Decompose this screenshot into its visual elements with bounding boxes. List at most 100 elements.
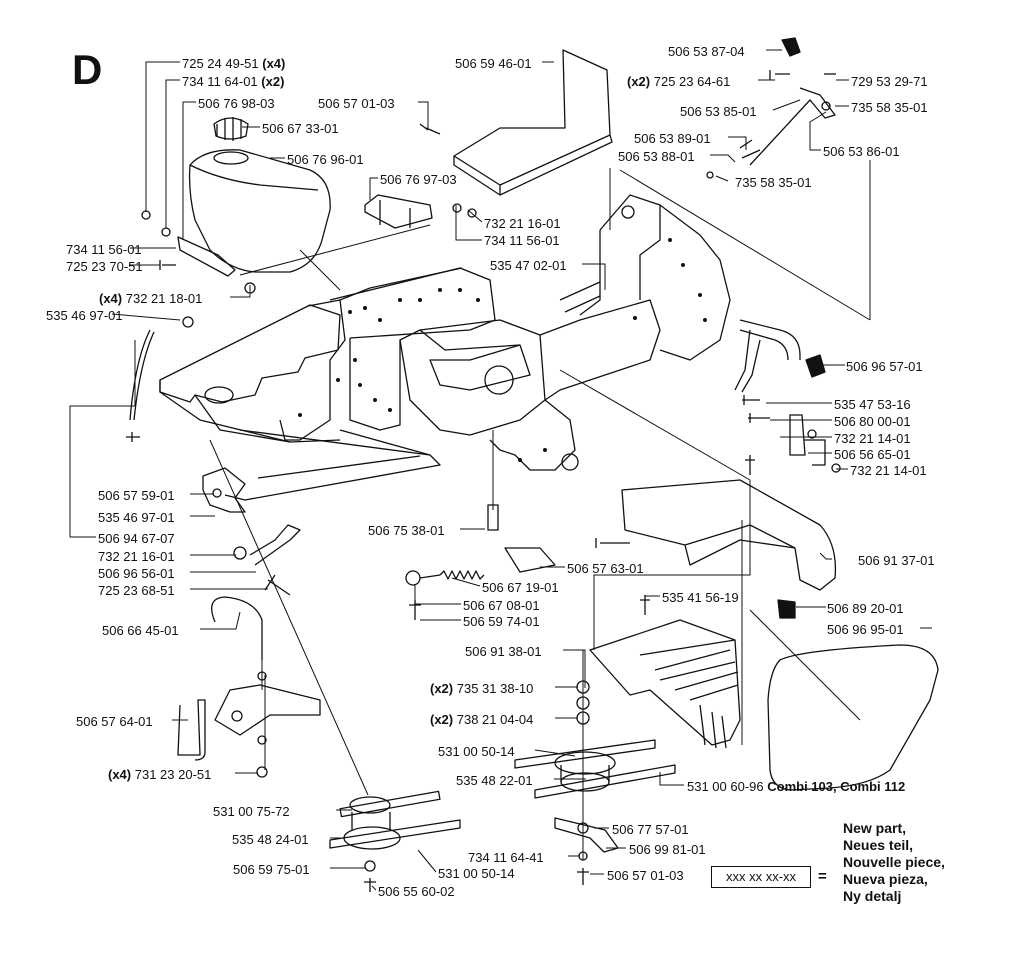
leader-lines <box>69 49 932 891</box>
part-number-text: 732 21 18-01 <box>125 291 203 306</box>
part-number-label: 535 46 97-01 <box>98 510 175 525</box>
part-number-text: 531 00 50-14 <box>438 866 515 881</box>
part-number-text: 506 96 56-01 <box>98 566 175 581</box>
part-number-label: 506 57 64-01 <box>76 714 153 729</box>
part-number-label: (x4) 731 23 20-51 <box>108 767 211 782</box>
part-number-text: 506 96 57-01 <box>846 359 923 374</box>
part-number-label: 506 76 97-03 <box>380 172 457 187</box>
quantity-label: (x2) <box>430 681 457 696</box>
part-number-text: 735 31 38-10 <box>456 681 534 696</box>
legend-lines: New part, Neues teil, Nouvelle piece, Nu… <box>843 820 945 905</box>
part-number-text: 729 53 29-71 <box>851 74 928 89</box>
part-number-text: 506 99 81-01 <box>629 842 706 857</box>
deck-guard <box>589 595 796 749</box>
part-number-text: 506 59 74-01 <box>463 614 540 629</box>
part-number-text: 506 76 96-01 <box>287 152 364 167</box>
part-number-label: 506 66 45-01 <box>102 623 179 638</box>
part-number-text: 506 53 86-01 <box>823 144 900 159</box>
part-number-label: 506 89 20-01 <box>827 601 904 616</box>
part-number-text: 735 58 35-01 <box>735 175 812 190</box>
part-number-text: 531 00 75-72 <box>213 804 290 819</box>
part-number-text: 738 21 04-04 <box>456 712 534 727</box>
part-number-text: 531 00 50-14 <box>438 744 515 759</box>
part-number-text: 506 53 89-01 <box>634 131 711 146</box>
legend-line: Ny detalj <box>843 888 902 904</box>
part-number-label: 535 47 53-16 <box>834 397 911 412</box>
part-number-text: 506 91 37-01 <box>858 553 935 568</box>
part-number-label: 506 57 59-01 <box>98 488 175 503</box>
part-number-text: 506 59 75-01 <box>233 862 310 877</box>
seat-pan <box>453 49 613 196</box>
part-number-label: 506 80 00-01 <box>834 414 911 429</box>
fuel-hose <box>126 316 194 442</box>
part-number-label: 506 56 65-01 <box>834 447 911 462</box>
part-number-text: 725 23 68-51 <box>98 583 175 598</box>
part-number-label: 531 00 60-96 Combi 103, Combi 112 <box>687 779 905 794</box>
legend-line: Neues teil, <box>843 837 914 853</box>
part-number-label: 531 00 75-72 <box>213 804 290 819</box>
part-number-text: 506 57 01-03 <box>318 96 395 111</box>
part-number-label: 506 67 08-01 <box>463 598 540 613</box>
part-number-text: 535 47 53-16 <box>834 397 911 412</box>
part-number-label: 506 57 01-03 <box>607 868 684 883</box>
part-number-label: 506 57 01-03 <box>318 96 395 111</box>
part-number-text: 506 76 97-03 <box>380 172 457 187</box>
part-number-label: 506 96 95-01 <box>827 622 904 637</box>
part-number-label: 506 53 87-04 <box>668 44 745 59</box>
part-number-text: 734 11 56-01 <box>66 242 142 257</box>
part-number-label: (x4) 732 21 18-01 <box>99 291 202 306</box>
part-number-label: 506 59 74-01 <box>463 614 540 629</box>
legend-line: Nueva pieza, <box>843 871 928 887</box>
part-number-text: 732 21 16-01 <box>98 549 175 564</box>
part-number-label: 506 53 85-01 <box>680 104 757 119</box>
part-number-text: 506 80 00-01 <box>834 414 911 429</box>
part-number-text: 725 24 49-51 <box>182 56 259 71</box>
part-number-label: 506 99 81-01 <box>629 842 706 857</box>
legend-line: Nouvelle piece, <box>843 854 945 870</box>
part-number-label: 506 96 56-01 <box>98 566 175 581</box>
part-number-label: 535 41 56-19 <box>662 590 739 605</box>
part-number-text: 506 67 33-01 <box>262 121 339 136</box>
part-number-text: 725 23 70-51 <box>66 259 143 274</box>
part-number-text: 732 21 16-01 <box>484 216 561 231</box>
part-number-text: 506 56 65-01 <box>834 447 911 462</box>
quantity-label: (x4) <box>258 56 286 71</box>
part-number-text: 734 11 64-01 <box>182 74 258 89</box>
section-letter: D <box>72 46 103 93</box>
part-number-text: 506 53 88-01 <box>618 149 695 164</box>
new-part-legend-box: xxx xx xx-xx <box>711 866 811 888</box>
part-number-label: (x2) 738 21 04-04 <box>430 712 533 727</box>
part-number-text: 531 00 60-96 <box>687 779 764 794</box>
part-number-label: (x2) 725 23 64-61 <box>627 74 730 89</box>
legend-line: New part, <box>843 820 907 836</box>
part-number-label: 506 67 19-01 <box>482 580 559 595</box>
quantity-label: (x4) <box>99 291 126 306</box>
part-number-text: 535 48 22-01 <box>456 773 533 788</box>
part-number-label: 531 00 50-14 <box>438 866 515 881</box>
tank-brackets <box>141 123 477 294</box>
part-number-label: 734 11 56-01 <box>484 233 560 248</box>
part-number-text: 506 53 87-04 <box>668 44 745 59</box>
part-number-text: 506 91 38-01 <box>465 644 542 659</box>
part-number-text: 535 46 97-01 <box>98 510 175 525</box>
main-chassis-frame <box>159 194 826 513</box>
part-number-label: 506 67 33-01 <box>262 121 339 136</box>
pedal-linkage <box>706 37 836 179</box>
part-number-label: 734 11 56-01 <box>66 242 142 257</box>
part-number-label: 734 11 64-41 <box>468 850 544 865</box>
part-number-text: 506 75 38-01 <box>368 523 445 538</box>
part-number-label: 735 58 35-01 <box>735 175 812 190</box>
quantity-label: (x2) <box>627 74 654 89</box>
part-number-label: 535 47 02-01 <box>490 258 567 273</box>
part-number-label: 732 21 14-01 <box>834 431 911 446</box>
legend-equals: = <box>818 868 827 885</box>
part-number-text: 506 76 98-03 <box>198 96 275 111</box>
part-number-text: 535 41 56-19 <box>662 590 739 605</box>
quantity-label: (x2) <box>430 712 457 727</box>
model-note: Combi 103, Combi 112 <box>763 779 906 794</box>
part-number-label: 531 00 50-14 <box>438 744 515 759</box>
side-cover <box>767 644 939 791</box>
part-number-text: 732 21 14-01 <box>850 463 927 478</box>
bracket-hardware <box>742 395 841 475</box>
